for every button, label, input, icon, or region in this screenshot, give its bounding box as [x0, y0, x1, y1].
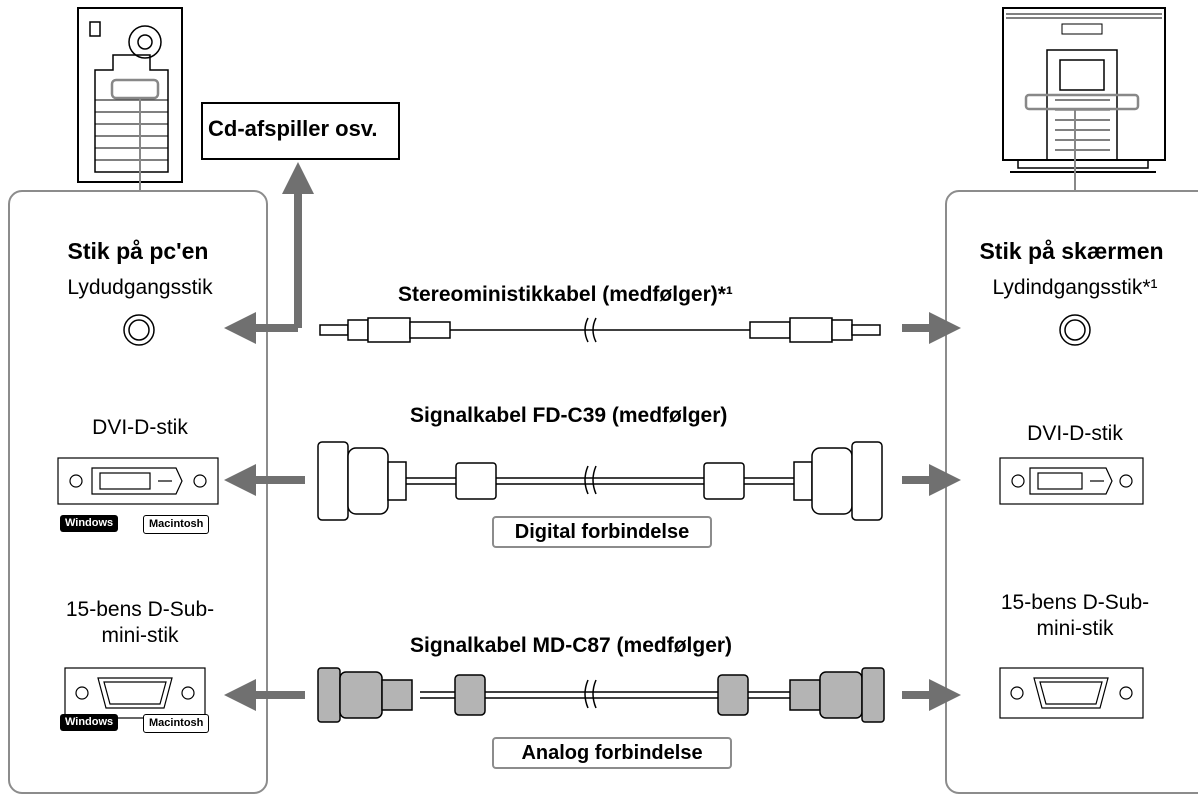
connection-diagram: [57, 7, 1166, 723]
audio-out-jack-icon: [123, 314, 155, 346]
windows-badge: Windows: [60, 515, 119, 532]
dvi-cable-label: Signalkabel FD-C39 (medfølger): [410, 404, 728, 427]
monitor-panel-title: Stik på skærmen: [979, 238, 1164, 264]
analog-connection-label: Analog forbindelse: [492, 737, 732, 769]
macintosh-badge: Macintosh: [143, 714, 210, 733]
monitor-connector-panel: [945, 190, 1198, 794]
cd-player-box: [201, 102, 400, 160]
stereo-cable-label: Stereoministikkabel (medfølger)*¹: [398, 283, 733, 306]
monitor-illustration: [1002, 7, 1166, 190]
monitor-dsub-label-line2: mini-stik: [1036, 617, 1114, 640]
audio-in-label: Lydindgangsstik*¹: [992, 276, 1158, 299]
pc-vga-port-icon: [64, 667, 206, 719]
stereo-mini-cable: [319, 317, 881, 343]
monitor-dsub-label-line1: 15-bens D-Sub-: [1000, 591, 1150, 614]
pc-dsub-label-line1: 15-bens D-Sub-: [65, 598, 215, 621]
digital-connection-label: Digital forbindelse: [492, 516, 712, 548]
dvi-cable: [317, 441, 883, 521]
audio-in-jack-icon: [1059, 314, 1091, 346]
windows-badge: Windows: [60, 714, 119, 731]
pc-dvi-label: DVI-D-stik: [92, 416, 188, 439]
monitor-dvi-label: DVI-D-stik: [1027, 422, 1123, 445]
pc-panel-title: Stik på pc'en: [67, 238, 209, 264]
monitor-dvi-port-icon: [999, 457, 1144, 505]
pc-dsub-label-line2: mini-stik: [101, 624, 179, 647]
cd-player-label: Cd-afspiller osv.: [208, 116, 378, 141]
pc-dvi-port-icon: [57, 457, 219, 505]
analog-cable-label: Signalkabel MD-C87 (medfølger): [410, 634, 733, 657]
analog-cable: [317, 667, 885, 723]
audio-out-label: Lydudgangsstik: [67, 276, 213, 299]
macintosh-badge: Macintosh: [143, 515, 210, 534]
pc-tower-illustration: [77, 7, 183, 190]
monitor-vga-port-icon: [999, 667, 1144, 719]
